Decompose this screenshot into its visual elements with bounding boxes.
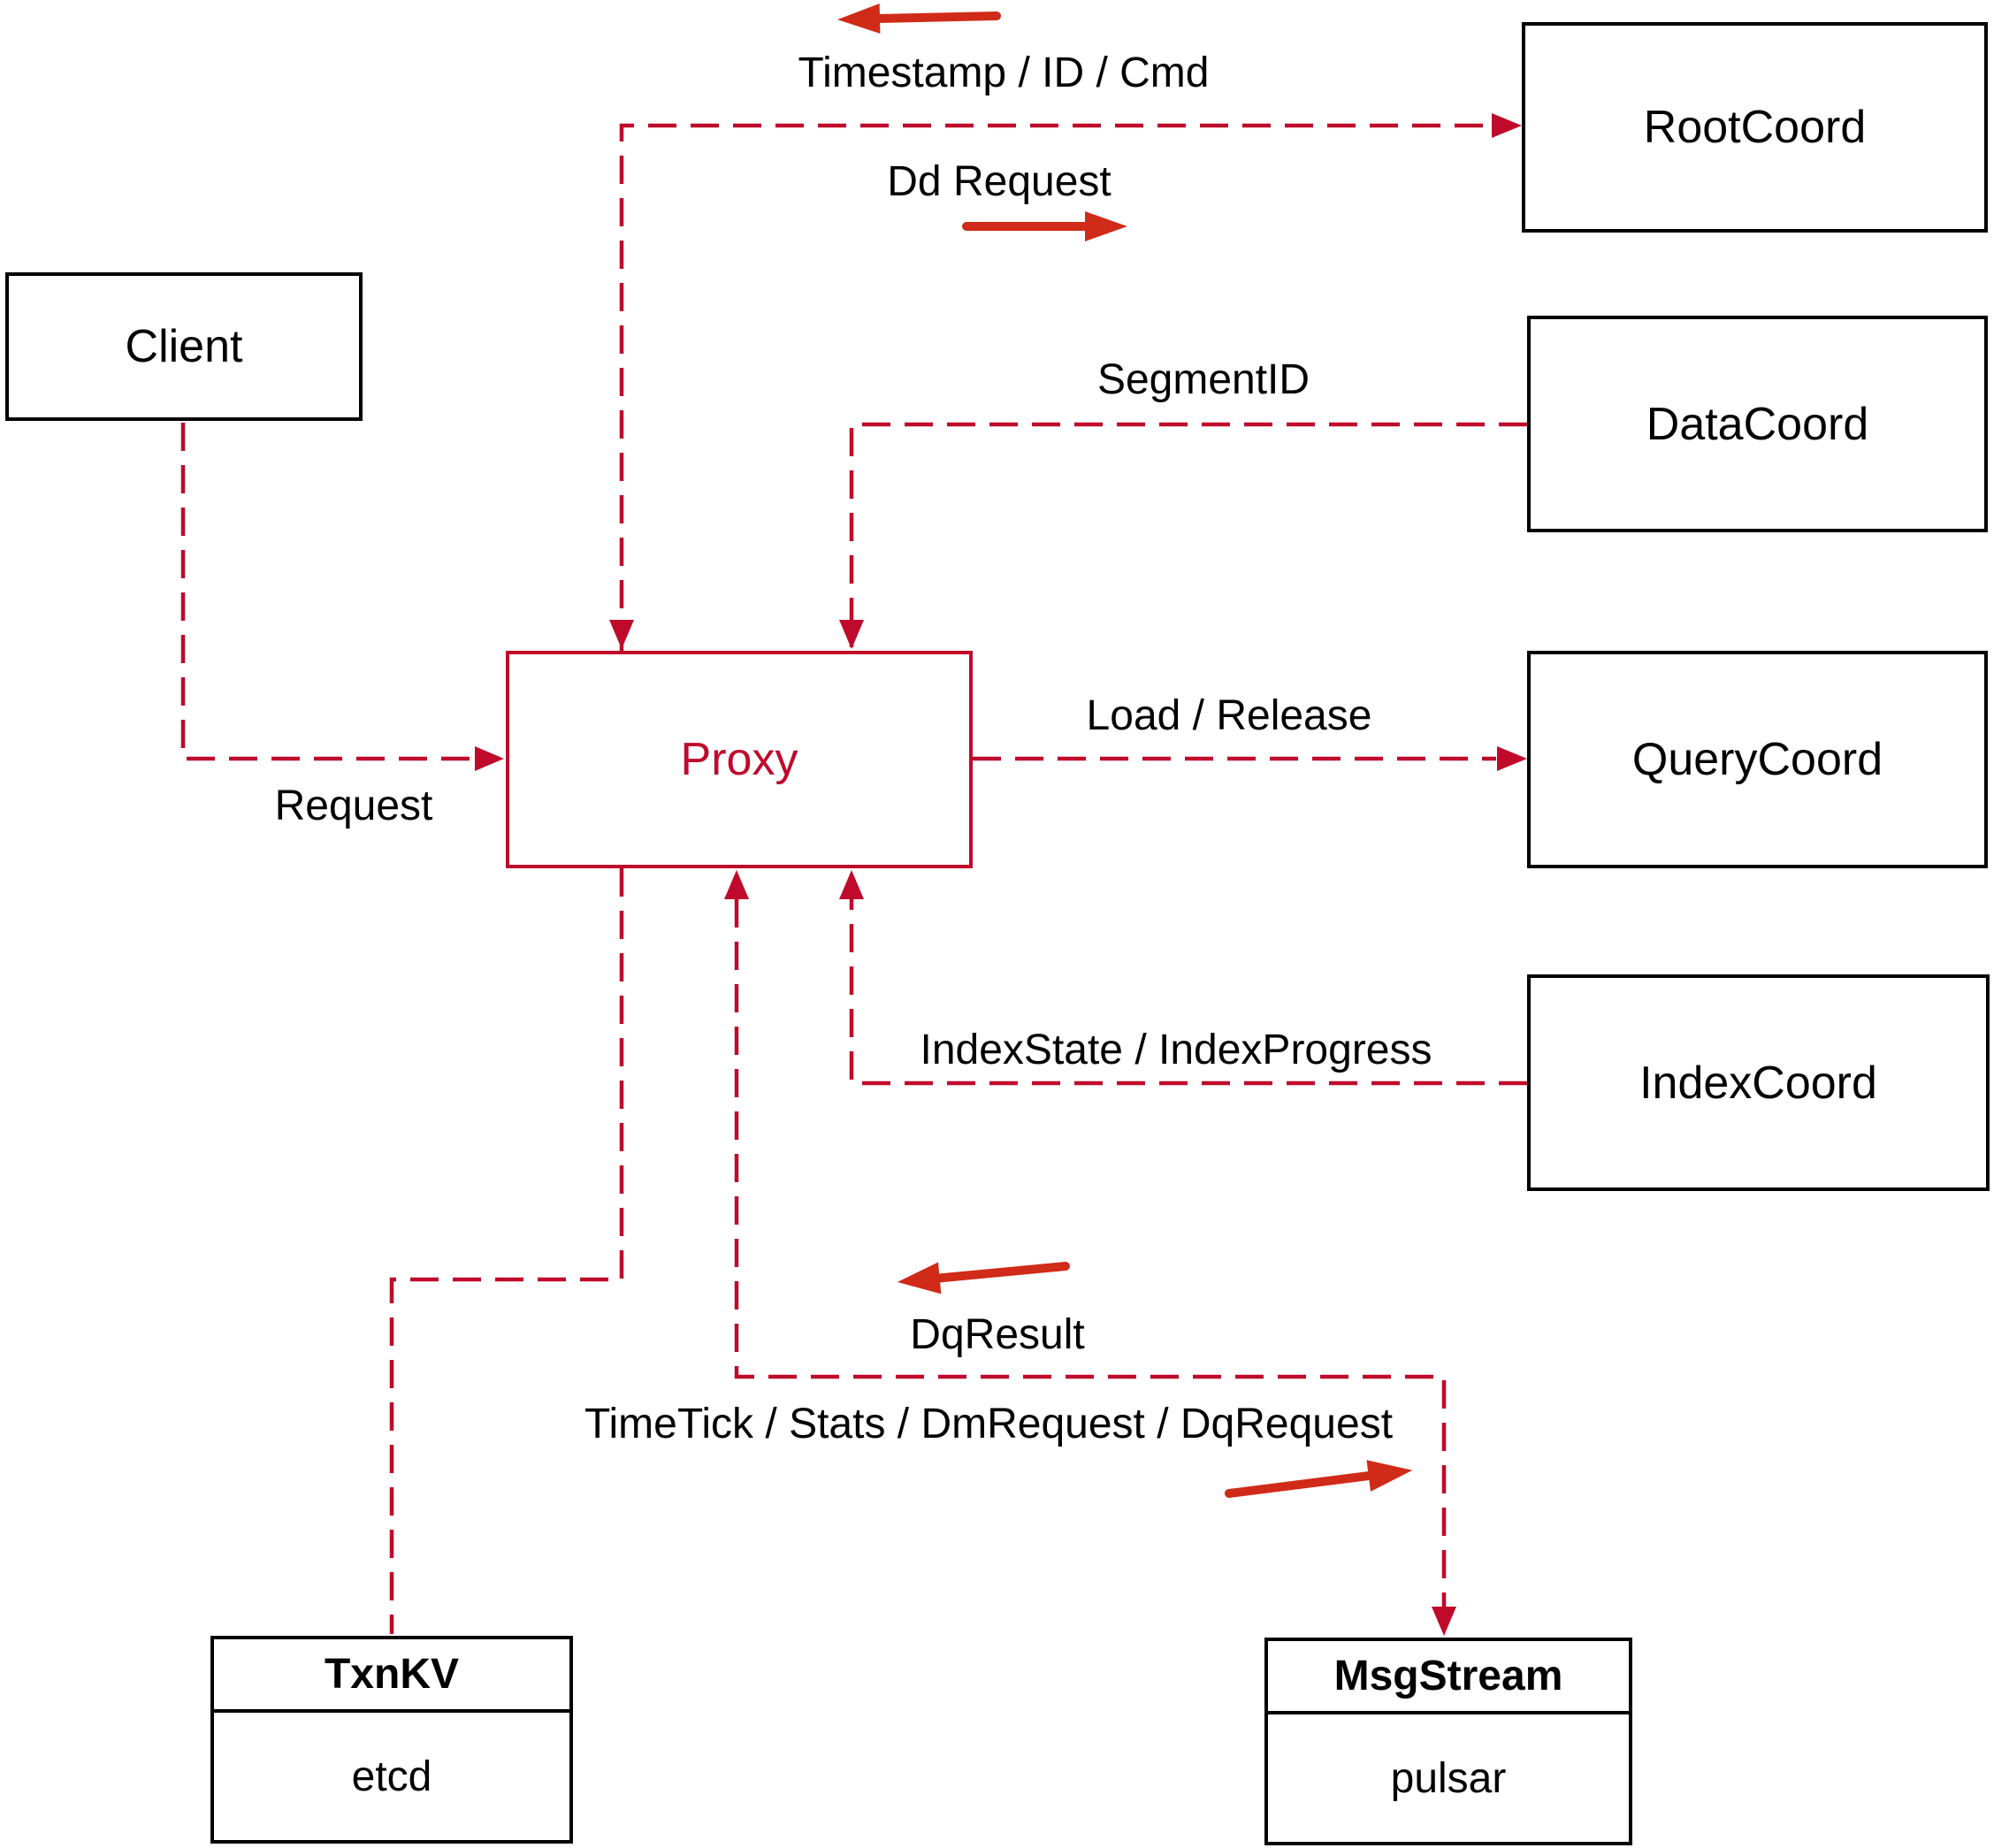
node-client: Client	[5, 272, 363, 421]
arrowhead-into-proxy-bottom-right	[839, 870, 864, 899]
node-msgstream-title: MsgStream	[1268, 1641, 1629, 1714]
edge-label-dqresult: DqResult	[910, 1311, 1085, 1358]
arrowhead-into-rootcoord	[1492, 113, 1522, 138]
node-datacoord: DataCoord	[1527, 316, 1988, 532]
node-rootcoord: RootCoord	[1522, 22, 1988, 233]
arrowhead-into-proxy-top-right	[839, 620, 864, 649]
direction-arrow-dd-request-right	[962, 211, 1127, 241]
node-msgstream: MsgStream pulsar	[1264, 1638, 1632, 1845]
node-txnkv: TxnKV etcd	[210, 1636, 573, 1844]
node-msgstream-subtitle: pulsar	[1390, 1754, 1507, 1802]
direction-arrow-timetick-right	[1225, 1460, 1413, 1498]
node-indexcoord: IndexCoord	[1527, 974, 1990, 1191]
node-proxy: Proxy	[506, 651, 973, 868]
node-rootcoord-label: RootCoord	[1643, 102, 1867, 153]
edge-datacoord-proxy	[849, 422, 1527, 647]
node-proxy-label: Proxy	[680, 734, 798, 785]
edge-indexcoord-proxy	[849, 899, 1527, 1086]
node-querycoord-label: QueryCoord	[1631, 734, 1883, 785]
arrowhead-into-proxy-top-left	[609, 620, 634, 649]
node-querycoord: QueryCoord	[1527, 651, 1988, 868]
direction-arrow-timestamp-left	[837, 3, 1001, 34]
arrowhead-into-msgstream	[1432, 1607, 1456, 1636]
edge-label-segmentid: SegmentID	[1096, 356, 1310, 403]
edge-proxy-msgstream	[734, 899, 1447, 1607]
edge-label-dd-request: Dd Request	[887, 158, 1111, 205]
edge-label-indexstate: IndexState / IndexProgress	[920, 1027, 1432, 1073]
edge-label-load-release: Load / Release	[1086, 692, 1372, 739]
edge-label-timestamp-id-cmd: Timestamp / ID / Cmd	[798, 50, 1210, 96]
arrowhead-into-proxy-bottom-left	[724, 870, 749, 899]
node-txnkv-subtitle: etcd	[351, 1753, 432, 1800]
node-datacoord-label: DataCoord	[1646, 398, 1869, 450]
edge-client-proxy	[180, 423, 475, 761]
edge-label-request: Request	[274, 783, 433, 829]
direction-arrow-dqresult-left	[897, 1262, 1070, 1294]
node-txnkv-title: TxnKV	[214, 1639, 569, 1713]
edge-proxy-txnkv	[389, 868, 624, 1634]
arrowhead-into-proxy-left	[475, 746, 504, 771]
node-indexcoord-label: IndexCoord	[1639, 1057, 1877, 1109]
edge-proxy-rootcoord	[619, 123, 1491, 651]
edge-label-timetick: TimeTick / Stats / DmRequest / DqRequest	[584, 1401, 1394, 1447]
arrowhead-into-querycoord	[1497, 746, 1527, 771]
node-client-label: Client	[125, 321, 243, 372]
